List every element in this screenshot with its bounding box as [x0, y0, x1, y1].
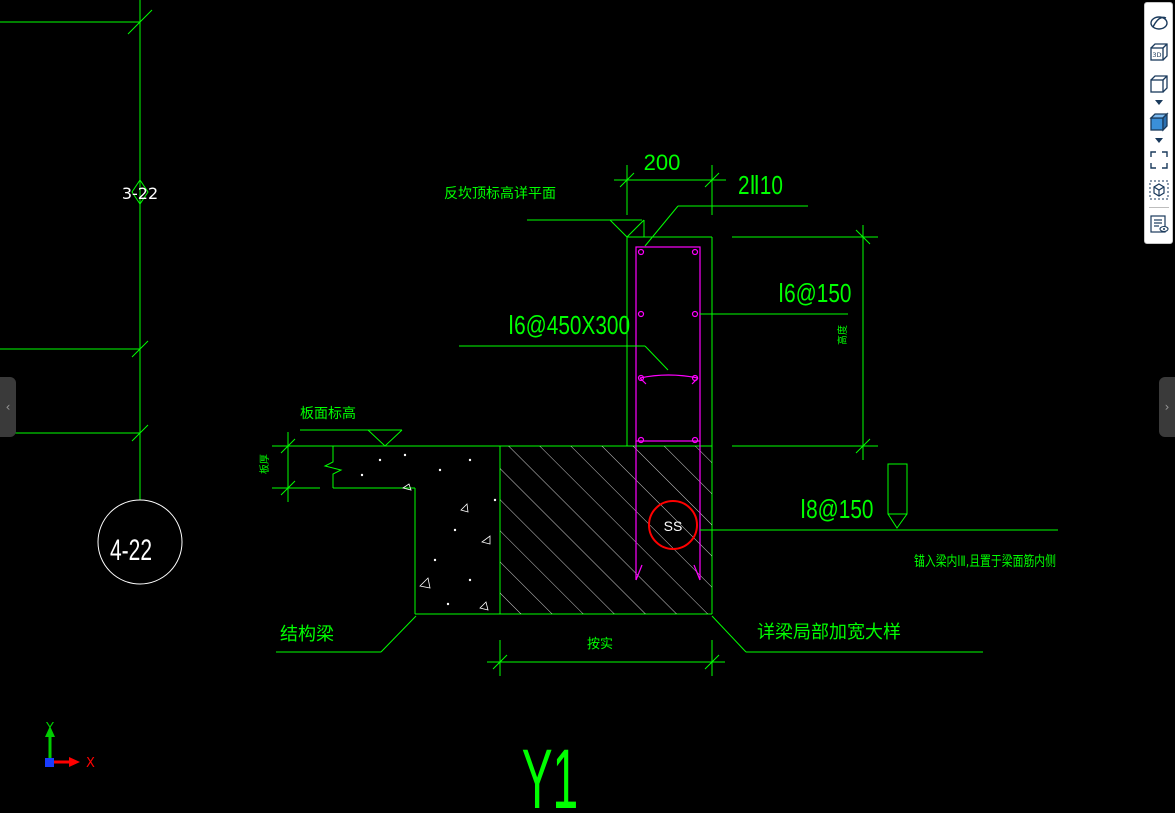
tie-leader — [459, 345, 669, 371]
cube-outline-icon — [1150, 75, 1168, 93]
3d-view-button[interactable]: 3D — [1148, 41, 1170, 63]
hatched-section — [500, 446, 712, 614]
right-panel-toggle[interactable]: › — [1159, 377, 1175, 437]
beam-leaders — [276, 615, 983, 653]
rebar-top-leader — [644, 205, 808, 247]
height-dimension — [732, 225, 878, 460]
fit-extents-icon — [1150, 151, 1168, 169]
axis-y-label: Y — [45, 721, 54, 736]
top-elevation-symbol — [527, 219, 645, 238]
bottom-width-dimension — [487, 640, 725, 676]
rebar-cage — [635, 246, 701, 581]
slab-thickness-label: 板厚 — [258, 454, 271, 474]
width-dimension-label: 200 — [644, 150, 681, 175]
view-toolbar: 3D — [1144, 2, 1173, 244]
cube-solid-icon — [1149, 112, 1169, 132]
concrete-fill — [360, 453, 497, 611]
grid-line — [0, 0, 153, 500]
rebar-top-label: 2Ⅱ10 — [738, 171, 783, 200]
tie-label: Ⅰ6@450X300 — [508, 311, 630, 340]
bottom-rebar-label: Ⅰ8@150 — [800, 495, 873, 524]
circle-mark-label: SS — [664, 518, 683, 534]
orbit-button[interactable] — [1148, 11, 1170, 33]
stirrup-label: Ⅰ6@150 — [778, 279, 851, 308]
bottom-rebar-leader — [700, 463, 1058, 531]
properties-icon — [1150, 215, 1169, 233]
beam-detail-label: 详梁局部加宽大样 — [757, 622, 901, 643]
height-label: 高度 — [836, 325, 849, 345]
cube-outline-button[interactable] — [1148, 73, 1170, 95]
highlight-circle[interactable]: SS — [648, 500, 698, 550]
ucs-axis-icon — [45, 726, 80, 767]
view-cube-button[interactable] — [1148, 179, 1170, 201]
axis-x-label: X — [86, 756, 95, 771]
width-dimension — [614, 165, 726, 215]
slab-thickness-dimension — [272, 432, 320, 502]
beam-label: 结构梁 — [280, 624, 334, 645]
fit-extents-button[interactable] — [1148, 149, 1170, 171]
grid-bubble-label: 4-22 — [110, 535, 152, 567]
chevron-left-icon: ‹ — [5, 400, 11, 414]
grid-bubble: 4-22 — [97, 499, 183, 585]
cube-solid-button[interactable] — [1148, 111, 1170, 133]
bottom-width-label: 按实 — [587, 637, 613, 652]
cube-solid-dropdown[interactable] — [1155, 138, 1163, 143]
toolbar-divider — [1149, 207, 1169, 208]
detail-title: Y1 — [522, 734, 578, 813]
grid-label-top: 3-22 — [122, 184, 158, 203]
orbit-icon — [1150, 16, 1168, 30]
view-cube-icon — [1149, 180, 1169, 200]
3d-view-icon-text: 3D — [1152, 51, 1161, 59]
3d-view-icon: 3D — [1150, 43, 1168, 61]
cube-outline-dropdown[interactable] — [1155, 100, 1163, 105]
anchor-note: 锚入梁内lⅡ,且置于梁面筋内侧 — [914, 553, 1056, 570]
chevron-right-icon: › — [1164, 400, 1170, 414]
top-elevation-label: 反坎顶标高详平面 — [444, 185, 556, 202]
slab-elevation-symbol — [300, 429, 403, 447]
properties-button[interactable] — [1148, 213, 1170, 235]
slab-elevation-label: 板面标高 — [300, 405, 356, 422]
left-panel-toggle[interactable]: ‹ — [0, 377, 16, 437]
